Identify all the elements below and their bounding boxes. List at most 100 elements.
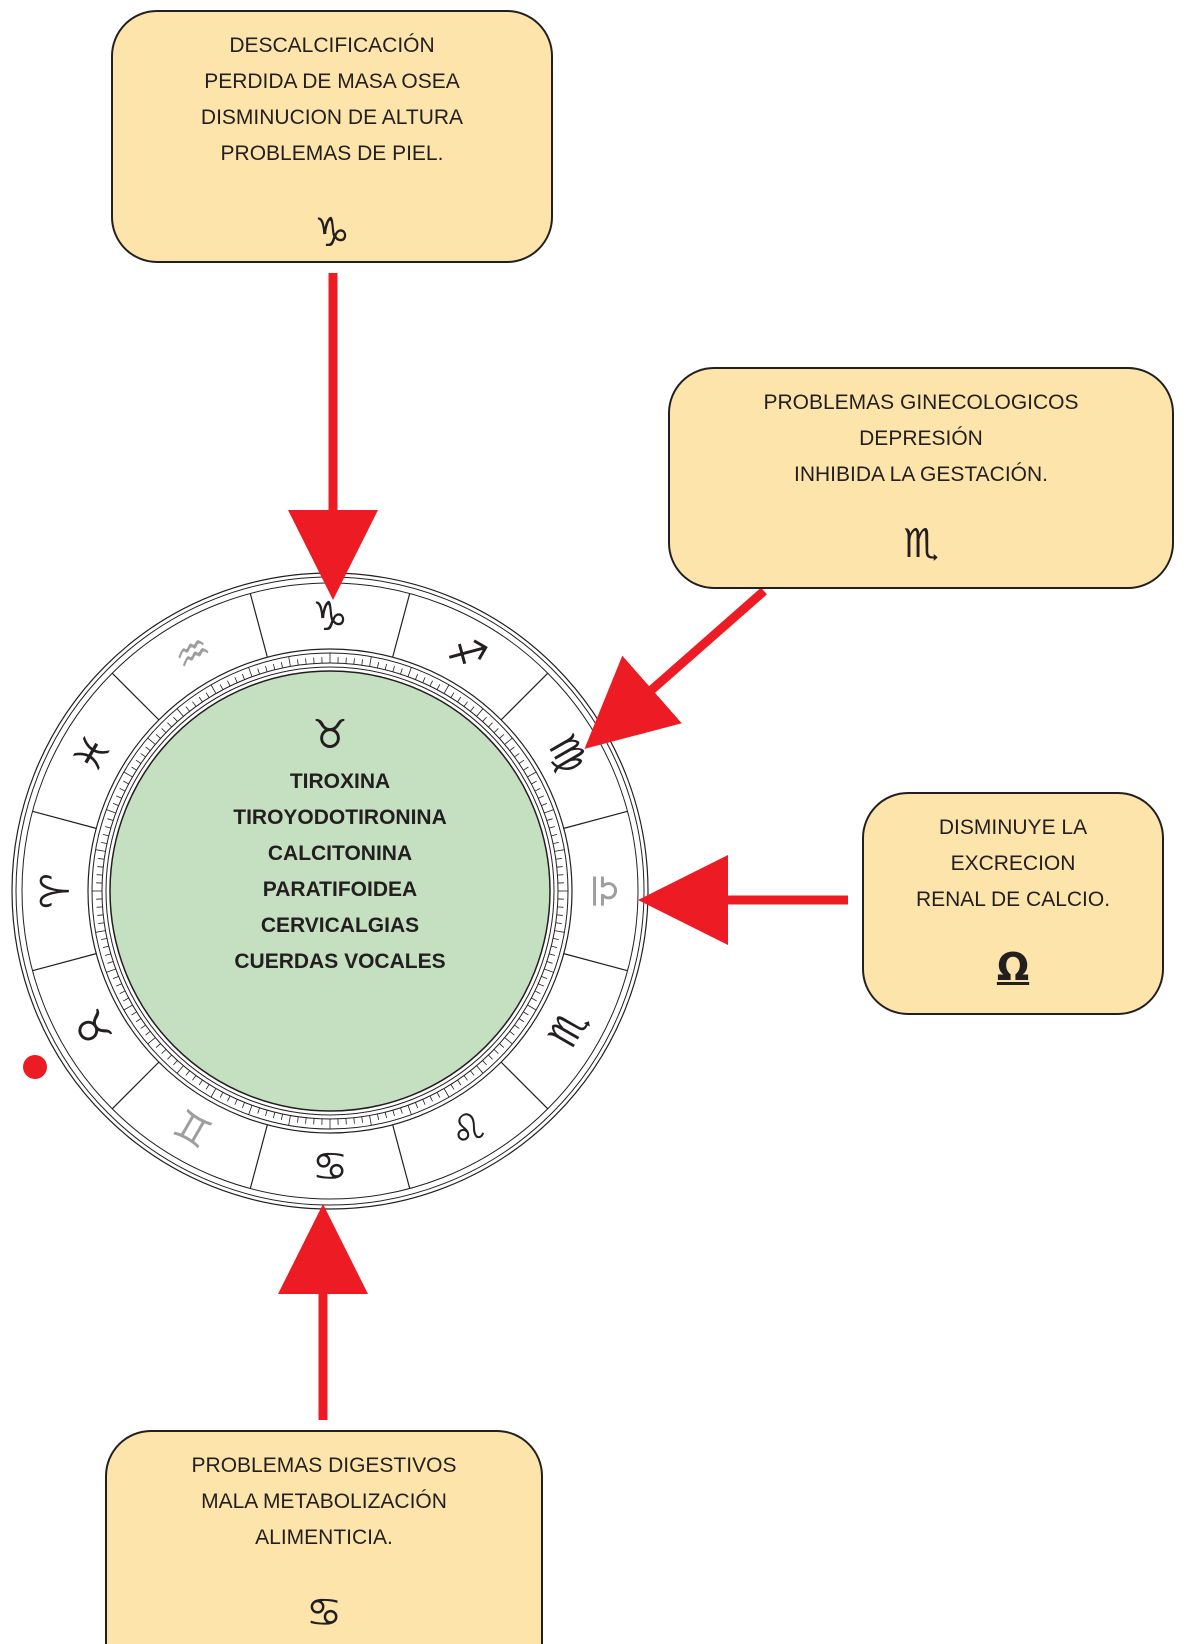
degree-tick	[556, 914, 563, 916]
degree-tick	[514, 1024, 520, 1029]
degree-tick	[210, 684, 217, 694]
sign-divider	[563, 810, 628, 829]
degree-tick	[527, 771, 537, 778]
libra-info-box: DISMINUYE LA EXCRECION RENAL DE CALCIO. …	[862, 792, 1164, 1015]
sign-dividers	[32, 593, 628, 1189]
degree-tick	[140, 753, 146, 758]
degree-tick	[554, 849, 565, 852]
degree-tick	[514, 753, 520, 758]
degree-tick	[123, 780, 129, 785]
degree-tick	[104, 826, 111, 829]
degree-tick	[219, 1092, 224, 1098]
zodiac-sign-icon: ♒	[166, 625, 220, 683]
degree-tick	[422, 677, 426, 683]
zodiac-sign-icon: ♑	[312, 594, 348, 640]
degree-tick	[361, 659, 363, 666]
inner-taurus-glyph: ♉	[312, 712, 348, 758]
scorpio-icon: ♏	[903, 521, 939, 567]
degree-ticks	[92, 653, 568, 1129]
zodiac-sign-icon: ♋	[312, 1144, 348, 1190]
degree-tick	[273, 1112, 276, 1119]
degree-tick	[248, 667, 253, 677]
degree-tick	[552, 938, 559, 941]
degree-tick	[538, 795, 544, 799]
degree-tick	[97, 914, 104, 916]
degree-tick	[384, 663, 387, 670]
degree-tick	[297, 659, 299, 666]
degree-tick	[392, 665, 395, 672]
degree-tick	[95, 930, 106, 933]
box-line: ALIMENTICIA.	[255, 1526, 393, 1549]
degree-tick	[509, 1031, 515, 1036]
degree-tick	[123, 771, 133, 778]
degree-tick	[499, 734, 505, 739]
degree-tick	[234, 1099, 238, 1105]
degree-tick	[101, 938, 108, 941]
degree-tick	[523, 1011, 529, 1016]
box-line: MALA METABOLIZACIÓN	[201, 1490, 447, 1513]
degree-tick	[185, 706, 190, 712]
band-inner-ring	[87, 648, 573, 1134]
sign-divider	[500, 672, 549, 721]
degree-tick	[541, 976, 548, 980]
degree-tick	[415, 1102, 419, 1109]
degree-tick	[145, 746, 151, 751]
degree-tick	[353, 1117, 355, 1124]
degree-tick	[234, 677, 238, 683]
degree-tick	[400, 668, 403, 675]
degree-tick	[493, 1049, 499, 1054]
degree-tick	[131, 766, 137, 771]
degree-tick	[531, 997, 537, 1002]
capricorn-info-box: DESCALCIFICACIÓN PERDIDA DE MASA OSEA DI…	[111, 10, 553, 263]
zodiac-sign-icon: ♍	[538, 727, 596, 781]
zodiac-sign-icon: ♓	[64, 727, 122, 781]
degree-tick	[415, 673, 419, 680]
degree-tick	[161, 728, 167, 733]
degree-tick	[518, 759, 525, 764]
degree-tick	[107, 818, 114, 821]
degree-tick	[504, 1037, 513, 1045]
degree-tick	[504, 737, 513, 745]
degree-tick	[241, 673, 245, 680]
zodiac-sign-icon: ♎	[581, 873, 627, 909]
zodiac-sign-icon: ♏	[540, 1002, 598, 1056]
degree-tick	[541, 802, 548, 806]
degree-tick	[546, 818, 553, 821]
degree-tick	[273, 663, 276, 670]
degree-tick	[265, 665, 268, 672]
degree-tick	[384, 1112, 387, 1119]
degree-tick	[546, 961, 553, 964]
degree-tick	[436, 1092, 441, 1098]
degree-tick	[248, 1105, 253, 1115]
degree-tick	[135, 759, 142, 764]
inner-ring-2	[105, 666, 555, 1116]
degree-tick	[145, 1031, 151, 1036]
degree-tick	[219, 684, 224, 690]
sign-divider	[500, 1061, 549, 1110]
degree-tick	[436, 684, 441, 690]
degree-tick	[544, 968, 554, 973]
degree-tick	[161, 1049, 167, 1054]
degree-tick	[305, 658, 307, 665]
box-line: DEPRESIÓN	[859, 427, 983, 450]
degree-tick	[123, 1004, 133, 1011]
cancer-info-box: PROBLEMAS DIGESTIVOS MALA METABOLIZACIÓN…	[105, 1430, 543, 1644]
box-line: PROBLEMAS GINECOLOGICOS	[763, 391, 1079, 414]
sign-divider	[32, 810, 97, 829]
degree-tick	[265, 1110, 268, 1117]
scorpio-info-box: PROBLEMAS GINECOLOGICOS DEPRESIÓN INHIBI…	[668, 367, 1174, 589]
degree-tick	[227, 1095, 231, 1102]
capricorn-icon: ♑	[314, 210, 350, 256]
degree-tick	[353, 658, 355, 665]
degree-tick	[476, 708, 484, 717]
box-line: DISMINUCION DE ALTURA	[200, 106, 464, 129]
degree-tick	[205, 1084, 210, 1090]
degree-tick	[499, 1043, 505, 1048]
degree-tick	[167, 722, 172, 728]
degree-tick	[552, 841, 559, 844]
degree-tick	[470, 1070, 475, 1076]
degree-tick	[538, 983, 544, 987]
arrow-scorpio	[584, 587, 767, 749]
degree-tick	[192, 1075, 197, 1081]
degree-tick	[531, 780, 537, 785]
